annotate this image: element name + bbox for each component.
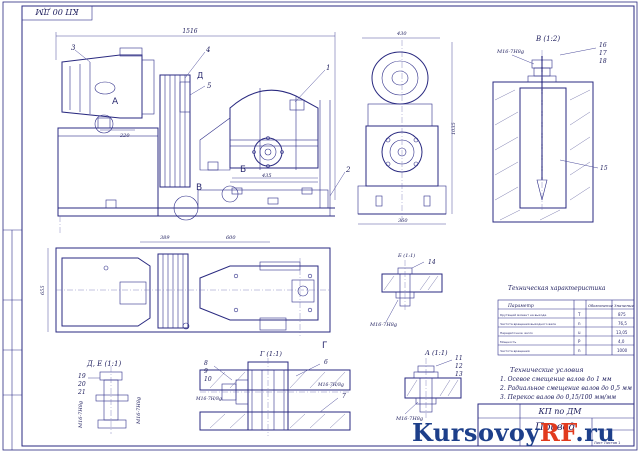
callout-9: 9 xyxy=(204,368,208,375)
watermark-right: .ru xyxy=(575,418,616,447)
tc-r1-param: Крутящий момент на выходе xyxy=(500,313,546,317)
dim-655: 655 xyxy=(40,285,46,295)
dim-430: 430 xyxy=(396,31,407,37)
title-name: Привод xyxy=(534,422,575,433)
watermark-mid: RF xyxy=(539,418,576,447)
label-g-plan: Г xyxy=(322,341,328,351)
tech-req-title: Технические условия xyxy=(510,366,584,374)
callout-11: 11 xyxy=(455,355,463,362)
view-g-title: Г (1:1) xyxy=(259,350,282,358)
view-v-section: В (1:2) М16-7Н8g 16 17 18 15 xyxy=(492,35,608,223)
tc-h-symbol: Обозначение xyxy=(588,304,613,308)
tc-r4-val: 4,0 xyxy=(618,339,625,344)
tc-r2-param: Частота вращения выходного вала xyxy=(500,322,556,326)
callout-19: 19 xyxy=(78,373,86,380)
callout-20: 20 xyxy=(77,381,86,388)
dim-360: 360 xyxy=(398,218,408,224)
label-d-front: Д xyxy=(197,71,203,80)
tc-r5-sym: n xyxy=(578,348,581,353)
bolt-label-g1: М16-7Н/8g xyxy=(195,396,222,402)
label-b-front: Б xyxy=(240,165,246,175)
callout-4: 4 xyxy=(205,46,210,54)
dim-600: 600 xyxy=(226,235,236,241)
tc-r3-sym: u xyxy=(578,330,581,335)
top-stamp: КП 00 ДМ xyxy=(21,5,93,21)
tc-r1-sym: Т xyxy=(577,312,581,317)
tc-r3-param: Передаточное число xyxy=(500,331,533,335)
binding-strip xyxy=(3,229,22,450)
side-view: 430 360 1035 xyxy=(357,31,457,225)
view-de-title: Д, Е (1:1) xyxy=(86,360,121,368)
dim-1035: 1035 xyxy=(451,122,457,135)
front-view: 1516 xyxy=(55,28,351,235)
watermark-left: Kursovoy xyxy=(412,418,540,447)
bolt-label-a: М16-7Н8g xyxy=(395,416,423,422)
plan-view: 389 600 655 Г xyxy=(40,235,331,351)
view-de-detail: Д, Е (1:1) 19 20 21 М16-7Н8g М16-7Н8g xyxy=(77,360,142,434)
tc-r5-param: Частота вращения xyxy=(500,349,530,353)
tc-r4-sym: P xyxy=(578,339,581,344)
tech-char-table: Техническая характеристика Параметр Обоз… xyxy=(497,285,635,356)
callout-1: 1 xyxy=(326,64,330,72)
kursovoyrf-watermark: KursovoyRF.ru xyxy=(412,418,636,448)
title-block: КП по ДМ Привод Лист Листов 1 xyxy=(477,403,635,447)
tech-req-1: 1. Осевое смещение валов до 1 мм xyxy=(500,376,612,383)
dim-220: 220 xyxy=(119,133,130,139)
callout-10: 10 xyxy=(204,376,212,383)
tc-r2-sym: n xyxy=(578,321,581,326)
callout-8: 8 xyxy=(204,360,208,367)
callout-18: 18 xyxy=(599,58,607,65)
tc-h-param: Параметр xyxy=(507,303,534,309)
bolt-label-v: М16-7Н8g xyxy=(496,49,524,55)
view-a-detail: А (1:1) 11 12 13 М16-7Н8g xyxy=(395,349,463,422)
view-b-title: Б (1:1) xyxy=(397,252,415,259)
callout-21: 21 xyxy=(77,389,86,396)
callout-15: 15 xyxy=(600,165,608,172)
dim-389: 389 xyxy=(160,235,170,241)
bolt-label-de2: М16-7Н8g xyxy=(136,397,142,425)
callout-12: 12 xyxy=(455,363,463,370)
tech-requirements: Технические условия 1. Осевое смещение в… xyxy=(499,366,632,401)
tech-req-2: 2. Радиальное смещение валов до 0,5 мм xyxy=(499,385,632,392)
view-b-detail: Б (1:1) 14 М16-7Н8g xyxy=(369,252,443,328)
top-stamp-text: КП 00 ДМ xyxy=(35,7,80,16)
callout-13: 13 xyxy=(455,371,463,378)
tc-r3-val: 13,05 xyxy=(616,330,628,335)
inner-frame xyxy=(21,5,635,447)
callout-6: 6 xyxy=(324,359,328,366)
callout-7: 7 xyxy=(342,393,346,400)
dim-main-length: 1516 xyxy=(182,28,197,35)
label-a-front: А xyxy=(112,97,119,107)
tc-r1-val: 875 xyxy=(618,312,626,317)
bolt-label-g2: М16-7Н/8g xyxy=(317,382,344,388)
dim-435: 435 xyxy=(261,173,272,179)
callout-14: 14 xyxy=(428,259,436,266)
callout-2: 2 xyxy=(345,166,351,174)
tech-char-title: Техническая характеристика xyxy=(508,285,606,292)
view-g-section: Г (1:1) 8 9 10 6 7 М16-7Н/8g М16-7Н/8g xyxy=(195,350,351,436)
callout-17: 17 xyxy=(599,50,607,57)
callout-16: 16 xyxy=(599,42,607,49)
bolt-label-de1: М16-7Н8g xyxy=(78,401,84,429)
bolt-label-b: М16-7Н8g xyxy=(369,322,397,328)
tc-r5-val: 1000 xyxy=(617,348,628,353)
tech-req-3: 3. Перекос валов до 0,15/100 мм/мм xyxy=(500,394,616,401)
tc-h-value: Значение xyxy=(614,303,635,308)
label-v-front: В xyxy=(196,183,202,193)
tc-r2-val: 76,5 xyxy=(618,321,627,326)
view-a-title: А (1:1) xyxy=(424,349,448,357)
tc-r4-param: Мощность xyxy=(500,340,516,344)
title-sheet-info: Лист Листов 1 xyxy=(594,441,620,445)
view-v-title: В (1:2) xyxy=(535,35,560,43)
callout-5: 5 xyxy=(207,82,212,90)
title-code: КП по ДМ xyxy=(538,407,583,416)
callout-3: 3 xyxy=(71,44,76,52)
